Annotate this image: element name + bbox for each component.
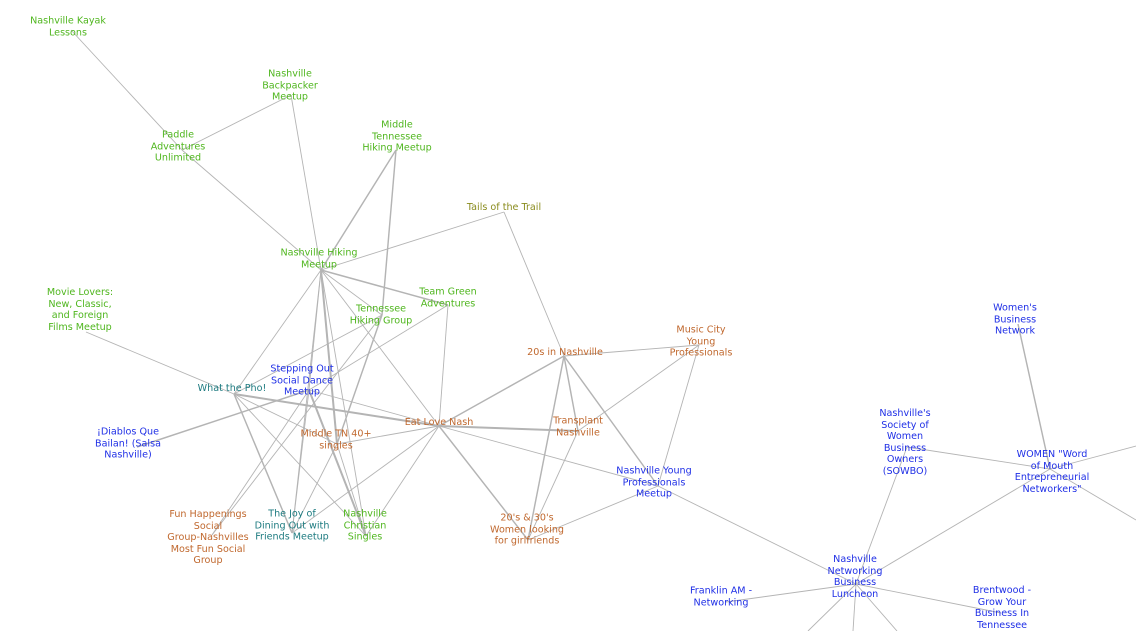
node-sowbo[interactable]: Nashville's Society of Women Business Ow… <box>879 408 931 478</box>
edge-hiking-pho <box>233 269 322 395</box>
node-teamgreen[interactable]: Team Green Adventures <box>419 286 477 309</box>
edge-eatlove-nyp <box>438 425 659 487</box>
edge-musiccity-transplant <box>577 344 700 432</box>
edge-nnbl-wom <box>855 468 1051 585</box>
edge-transplant-women2030 <box>527 430 579 541</box>
node-musiccity[interactable]: Music City Young Professionals <box>669 324 733 359</box>
edge-mtn40-joy <box>291 443 338 534</box>
edge-hiking-tails <box>320 211 505 271</box>
node-stepping[interactable]: Stepping Out Social Dance Meetup <box>270 363 334 398</box>
edge-mtn40-eatlove <box>336 425 440 445</box>
edge-teamgreen-stepping <box>308 304 449 391</box>
edge-twenties-musiccity <box>563 344 700 357</box>
node-joy[interactable]: The Joy of Dining Out with Friends Meetu… <box>254 508 330 543</box>
edge-offscreen-4 <box>855 583 898 631</box>
edge-movie-pho <box>85 331 235 395</box>
edge-pho-mtn40 <box>233 393 338 445</box>
node-mthiking[interactable]: Middle Tennessee Hiking Meetup <box>362 119 432 154</box>
edge-nnbl-sowbo <box>855 446 908 585</box>
edge-tails-twenties <box>503 211 565 357</box>
node-hiking[interactable]: Nashville Hiking Meetup <box>280 247 358 270</box>
edge-mthiking-hiking <box>320 149 397 271</box>
edge-offscreen-3 <box>852 583 857 631</box>
node-transplant[interactable]: Transplant Nashville <box>553 415 603 438</box>
edge-hiking-christian <box>320 269 367 537</box>
node-kayak[interactable]: Nashville Kayak Lessons <box>30 15 106 38</box>
edge-eatlove-twenties <box>438 355 565 427</box>
node-wom[interactable]: WOMEN "Word of Mouth Entrepreneurial Net… <box>1014 448 1090 495</box>
edge-teamgreen-eatlove <box>438 304 449 427</box>
edge-offscreen-2 <box>807 583 857 631</box>
edge-hiking-tnhiking <box>320 269 383 316</box>
node-women2030[interactable]: 20's & 30's Women looking for girlfriend… <box>490 512 564 547</box>
node-nnbl[interactable]: Nashville Networking Business Luncheon <box>827 553 883 600</box>
node-diablos[interactable]: ¡Diablos Que Bailan! (Salsa Nashville) <box>95 426 161 461</box>
edge-eatlove-transplant <box>438 425 579 432</box>
node-twenties[interactable]: 20s in Nashville <box>527 347 603 359</box>
edge-sowbo-wom <box>906 446 1051 470</box>
edge-eatlove-women2030 <box>438 425 529 541</box>
edge-backpacker-hiking <box>290 94 322 271</box>
node-fun[interactable]: Fun Happenings Social Group-Nashvilles M… <box>167 509 249 567</box>
edge-pho-joy <box>233 393 293 534</box>
edge-musiccity-nyp <box>657 344 700 487</box>
edge-nnbl-franklin <box>725 583 857 603</box>
node-wbn[interactable]: Women's Business Network <box>993 302 1037 337</box>
edge-stepping-fun <box>211 389 310 536</box>
edge-paddle-backpacker <box>181 94 292 151</box>
node-brentwood[interactable]: Brentwood - Grow Your Business In Tennes… <box>972 584 1032 631</box>
edge-tnhiking-mtn40 <box>336 314 383 445</box>
edge-wbn-wom <box>1017 323 1051 470</box>
node-paddle[interactable]: Paddle Adventures Unlimited <box>150 129 206 164</box>
node-tnhiking[interactable]: Tennessee Hiking Group <box>349 303 413 326</box>
edge-eatlove-christian <box>365 425 440 537</box>
edge-nyp-nnbl <box>657 485 857 585</box>
edge-hiking-eatlove <box>320 269 440 427</box>
edge-hiking-teamgreen <box>320 269 449 306</box>
edge-stepping-eatlove <box>308 389 440 427</box>
edge-hiking-mtn40 <box>320 269 338 445</box>
edge-paddle-hiking <box>181 149 322 271</box>
node-pho[interactable]: What the Pho! <box>197 383 267 395</box>
node-nyp[interactable]: Nashville Young Professionals Meetup <box>616 465 692 500</box>
node-tails[interactable]: Tails of the Trail <box>466 202 542 214</box>
node-eatlove[interactable]: Eat Love Nash <box>404 417 474 429</box>
edge-stepping-joy <box>291 389 310 534</box>
edge-stepping-christian <box>308 389 367 537</box>
edge-women2030-nyp <box>527 485 659 541</box>
edge-diablos-stepping <box>136 389 310 448</box>
edge-offscreen-0 <box>1049 445 1136 470</box>
edge-twenties-women2030 <box>527 355 565 541</box>
edge-hiking-stepping <box>308 269 322 391</box>
node-backpacker[interactable]: Nashville Backpacker Meetup <box>262 68 318 103</box>
node-mtn40[interactable]: Middle TN 40+ singles <box>300 428 372 451</box>
node-christian[interactable]: Nashville Christian Singles <box>343 508 387 543</box>
edge-tnhiking-pho <box>233 314 383 395</box>
edge-eatlove-joy <box>291 425 440 534</box>
edge-twenties-nyp <box>563 355 659 487</box>
edge-pho-eatlove <box>233 393 440 427</box>
node-movie[interactable]: Movie Lovers: New, Classic, and Foreign … <box>46 286 114 333</box>
edge-kayak-paddle <box>70 29 183 151</box>
node-franklin[interactable]: Franklin AM - Networking <box>689 585 753 608</box>
edge-offscreen-1 <box>1049 468 1136 521</box>
edge-nnbl-brentwood <box>855 583 1002 614</box>
edge-twenties-transplant <box>563 355 579 432</box>
